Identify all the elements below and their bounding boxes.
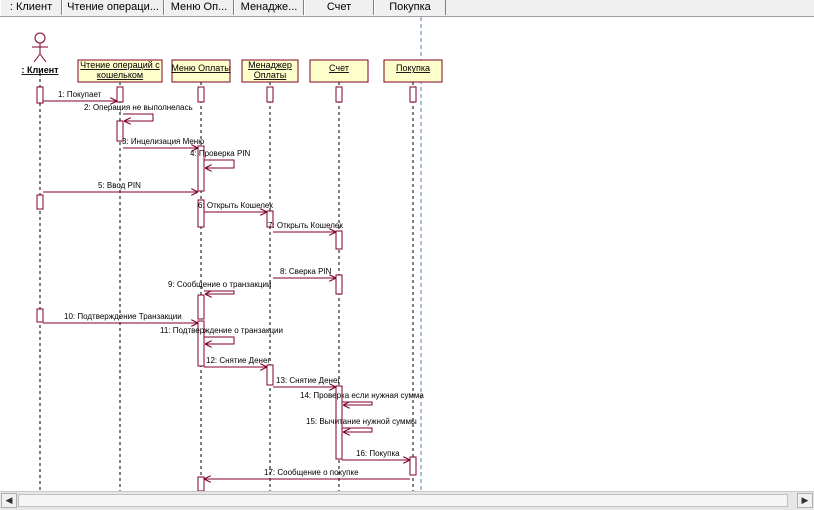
activation-client <box>36 194 44 210</box>
activation-menu <box>197 476 205 492</box>
activation-menu <box>197 199 205 228</box>
message-label: 8: Сверка PIN <box>280 267 332 276</box>
horizontal-scrollbar[interactable]: ◀ ▶ <box>0 491 814 510</box>
object-label-purchase: Покупка <box>396 63 430 73</box>
object-label-manager: Менаджер <box>248 60 292 70</box>
object-box-manager <box>241 59 299 83</box>
object-label-reader: Чтение операций с <box>80 60 160 70</box>
message-label: 10: Подтверждение Транзакции <box>64 312 182 321</box>
message-label: 11: Подтверждение о транзакции <box>160 326 283 335</box>
header-tab-menu[interactable]: Меню Оп... <box>164 0 234 15</box>
message-arrow <box>123 113 154 121</box>
object-box-menu <box>171 59 231 83</box>
activation-manager <box>266 364 274 386</box>
activation-menu <box>197 145 205 192</box>
activation-purchase <box>409 456 417 476</box>
header-tab-account[interactable]: Счет <box>304 0 374 15</box>
activation-client <box>36 308 44 323</box>
message-label: 12: Снятие Денег <box>206 356 270 365</box>
object-box-reader <box>77 59 163 83</box>
header-tab-client[interactable]: : Клиент <box>0 0 62 15</box>
object-box-purchase <box>383 59 443 83</box>
header-tab-reader[interactable]: Чтение операци... <box>62 0 164 15</box>
activation-account <box>335 86 343 103</box>
message-arrow <box>204 159 235 168</box>
activation-reader <box>116 120 124 142</box>
message-label: 7: Открыть Кошелек <box>268 221 343 230</box>
scroll-thumb[interactable] <box>18 494 788 507</box>
message-label: 1: Покупает <box>58 90 102 99</box>
message-label: 14: Проверка если нужная сумма <box>300 391 424 400</box>
object-label-reader: кошельком <box>97 70 143 80</box>
activation-manager <box>266 210 274 228</box>
actor-leg-right <box>39 53 47 63</box>
lifeline-header-bar: : Клиент Чтение операци... Меню Оп... Ме… <box>0 0 814 17</box>
message-arrow <box>342 427 373 432</box>
activation-purchase <box>409 86 417 103</box>
actor-icon <box>32 32 48 63</box>
message-label: 15: Вычитание нужной суммы <box>306 417 417 426</box>
activation-reader <box>116 86 124 103</box>
header-tab-purchase[interactable]: Покупка <box>374 0 446 15</box>
activation-client <box>36 86 44 104</box>
message-arrow <box>204 336 235 344</box>
message-label: 3: Инцелизация Меню <box>122 137 204 146</box>
activation-menu <box>197 320 205 367</box>
actor-leg-left <box>33 53 41 63</box>
message-label: 4: Проверка PIN <box>190 149 251 158</box>
message-label: 6: Открыть Кошелек <box>198 201 273 210</box>
message-label: 2: Операция не выполнелась <box>84 103 193 112</box>
message-arrow <box>204 290 235 294</box>
message-label: 16: Покупка <box>356 449 400 458</box>
actor-label: : Клиент <box>21 65 59 75</box>
activation-account <box>335 385 343 460</box>
scroll-left-button[interactable]: ◀ <box>1 493 17 508</box>
activation-menu <box>197 86 205 103</box>
object-label-menu: Меню Оплаты <box>171 63 230 73</box>
object-box-account <box>309 59 369 83</box>
message-arrow <box>342 401 373 405</box>
message-label: 5: Ввод PIN <box>98 181 141 190</box>
message-label: 9: Сообщение о транзакции <box>168 280 271 289</box>
message-label: 13: Снятие Денег <box>276 376 340 385</box>
object-label-manager: Оплаты <box>254 70 287 80</box>
header-tab-manager[interactable]: Менадже... <box>234 0 304 15</box>
scroll-right-button[interactable]: ▶ <box>797 493 813 508</box>
activation-account <box>335 230 343 250</box>
message-label: 17: Сообщение о покупке <box>264 468 359 477</box>
activation-account <box>335 274 343 295</box>
actor-head <box>34 32 46 44</box>
activation-menu <box>197 294 205 320</box>
activation-manager <box>266 86 274 103</box>
object-label-account: Счет <box>329 63 349 73</box>
